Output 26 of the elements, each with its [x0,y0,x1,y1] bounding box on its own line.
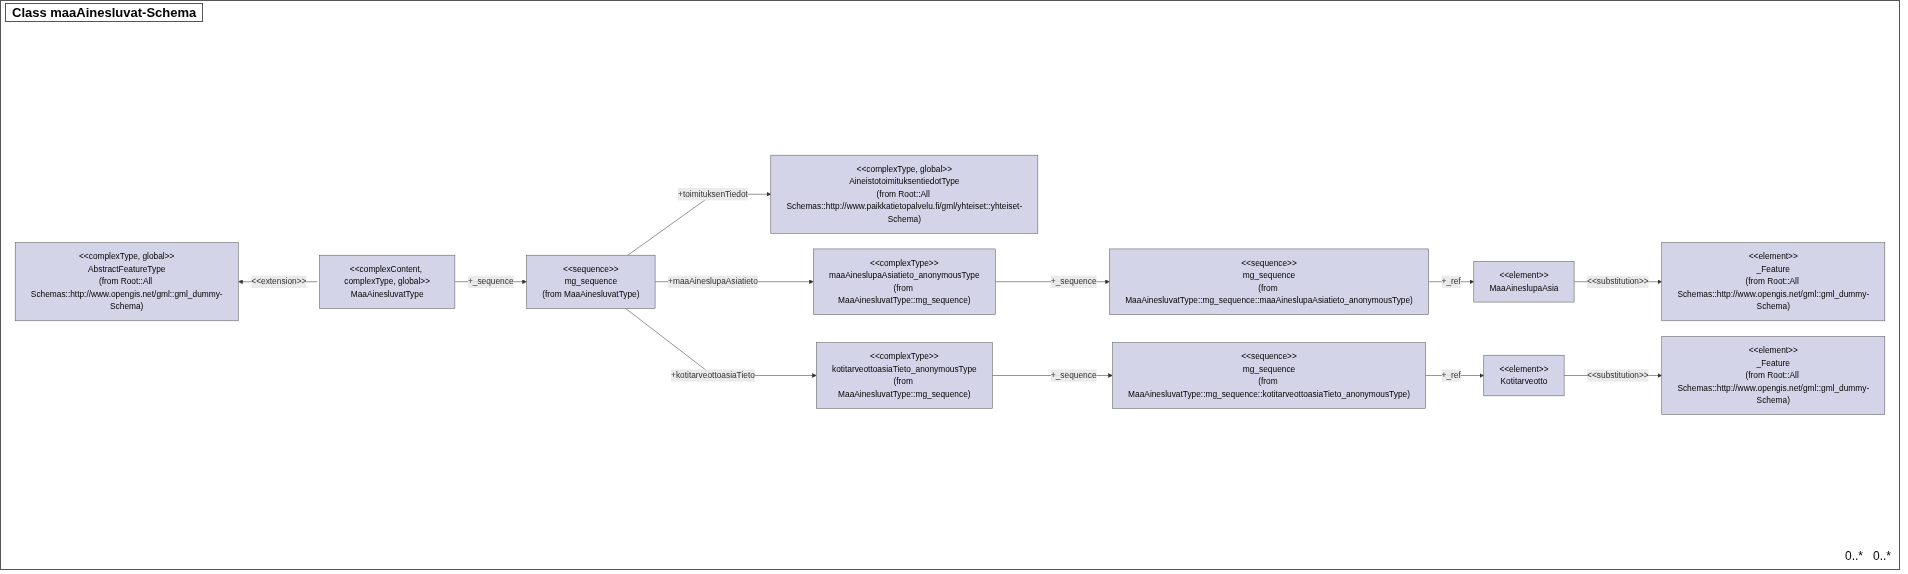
node-box: <<complexType>> kotitarveottoasiaTieto_anonymousType (from MaaAinesluvatType::mg_sequence) [816,342,993,409]
node-box: <<element>> _Feature (from Root::All Schemas::http://www.opengis.net/gml::gml_dummy-Schema) [1661,336,1886,415]
node-box: <<complexType>> maaAineslupaAsiatieto_anonymousType (from MaaAinesluvatType::mg_sequence) [813,248,996,315]
node-box: <<sequence>> mg_sequence (from MaaAinesluvatType::mg_sequence::maaAineslupaAsiatieto_anonymousType) [1109,248,1429,315]
edge-label: +_sequence [1050,370,1097,380]
multiplicity-label: 0..* [1873,549,1891,563]
node-box: <<element>> MaaAineslupaAsia [1473,261,1575,303]
edge-label: <<extension>> [251,277,307,287]
node-box: <<element>> Kotitarveotto [1483,355,1565,397]
edge-label: +maaAineslupaAsiatieto [668,277,758,287]
edge-label: +_ref [1441,370,1461,380]
edge-label: <<substitution>> [1587,370,1649,380]
edge-label: +_sequence [1050,277,1097,287]
edge-label: +_ref [1441,277,1461,287]
edge-label: +kotitarveottoasiaTieto [671,370,755,380]
edge-label: +toimituksenTiedot [678,189,748,199]
edge-label: +_sequence [467,277,514,287]
node-box: <<complexType, global>> AbstractFeatureType (from Root::All Schemas::http://www.opengis.net/gml::gml_dummy-Schema) [14,242,239,322]
node-box: <<element>> _Feature (from Root::All Schemas::http://www.opengis.net/gml::gml_dummy-Schema) [1661,242,1886,322]
node-box: <<sequence>> mg_sequence (from MaaAinesluvatType) [526,255,656,309]
multiplicity-label: 0..* [1844,549,1863,563]
diagram-title: Class maaAinesluvat-Schema [5,3,204,22]
node-box: <<complexType, global>> AineistotoimituksentiedotType (from Root::All Schemas::http://www.paikkatietopalvelu.fi/gml/yhteiset::yhteiset-Schema) [770,155,1039,234]
edge-label: <<substitution>> [1587,277,1649,287]
node-box: <<sequence>> mg_sequence (from MaaAinesluvatType::mg_sequence::kotitarveottoasiaTieto_anonymousType) [1112,342,1426,409]
node-box: <<complexContent, complexType, global>> MaaAinesluvatType [319,255,456,309]
